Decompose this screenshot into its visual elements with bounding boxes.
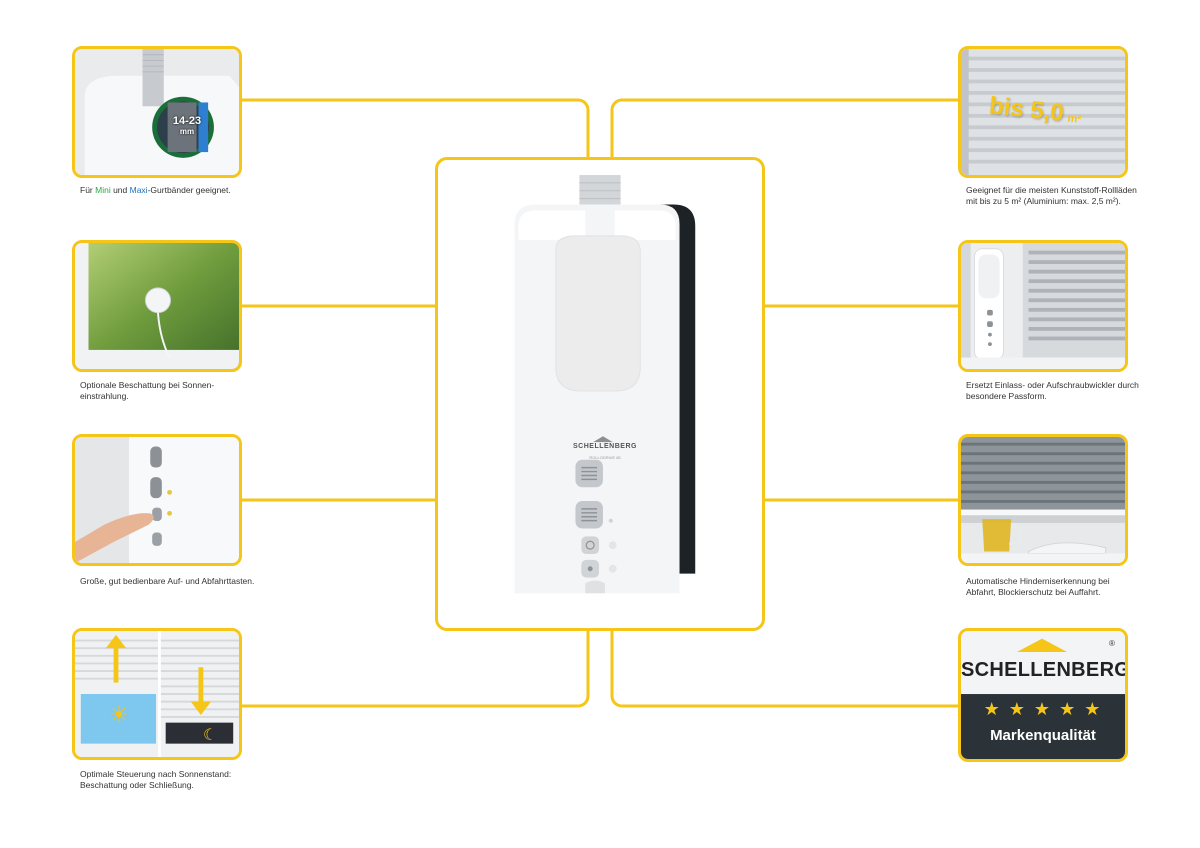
badge-brand-label: SCHELLENBERG (961, 659, 1128, 681)
device-brand-label: SCHELLENBERG (573, 443, 637, 450)
fit-tile (958, 240, 1128, 372)
obstacle-tile (958, 434, 1128, 566)
buttons-caption: Große, gut bedienbare Auf- und Abfahrtta… (80, 576, 255, 586)
sun-position-tile: ☀ ☾ (72, 628, 242, 760)
badge-quality-label: Markenqualität (990, 727, 1096, 744)
belt-caption: Für Mini und Maxi-Gurtbänder geeignet. (80, 185, 231, 195)
area-tile: bis 5,0 m² (958, 46, 1128, 178)
star-rating: ★ ★ ★ ★ ★ (983, 699, 1103, 719)
moon-icon: ☾ (203, 727, 218, 744)
belt-tile: 14-23 mm (72, 46, 242, 178)
sun-icon: ☀ (109, 702, 129, 727)
sun-sensor-tile (72, 240, 242, 372)
sun-sensor-caption: Optionale Beschattung bei Sonnen­einstra… (80, 380, 215, 401)
sun-position-caption: Optimale Steuerung nach Sonnen­stand: Be… (80, 769, 232, 790)
registered-mark: ® (1109, 639, 1115, 648)
belt-unit-label: mm (179, 127, 195, 136)
obstacle-caption: Automatische Hinderniserkennung bei Abfa… (966, 576, 1110, 597)
buttons-tile (72, 434, 242, 566)
product-image: SCHELLENBERG ROLLODRIVE 65 (435, 157, 765, 631)
fit-caption: Ersetzt Einlass- oder Aufschraubwick­ler… (966, 380, 1139, 401)
area-caption: Geeignet für die meisten Kunststoff-Roll… (966, 185, 1137, 206)
belt-range-label: 14-23 (172, 115, 202, 127)
device-model-label: ROLLODRIVE 65 (589, 455, 621, 460)
brand-quality-badge: ® SCHELLENBERG ★ ★ ★ ★ ★ Markenqualität (958, 628, 1128, 762)
